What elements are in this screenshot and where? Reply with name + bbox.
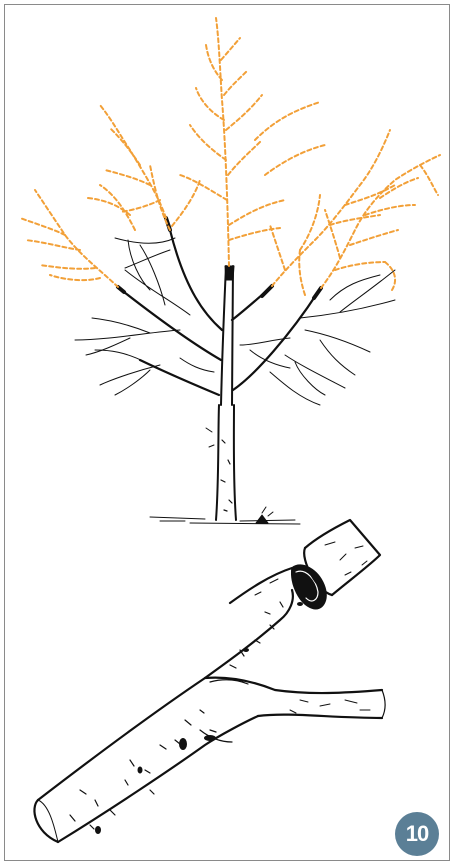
main-limb xyxy=(34,590,292,842)
ground-line xyxy=(150,507,300,524)
pruning-cut xyxy=(230,565,326,609)
step-number-badge: 10 xyxy=(395,812,439,856)
tree-trunk xyxy=(206,405,236,520)
lateral-twigs xyxy=(75,238,395,405)
branch-closeup xyxy=(34,520,385,842)
pruned-growth-dashed xyxy=(20,18,440,295)
bark-texture xyxy=(70,602,283,829)
central-leader xyxy=(221,266,234,405)
tree-illustration xyxy=(20,18,440,524)
